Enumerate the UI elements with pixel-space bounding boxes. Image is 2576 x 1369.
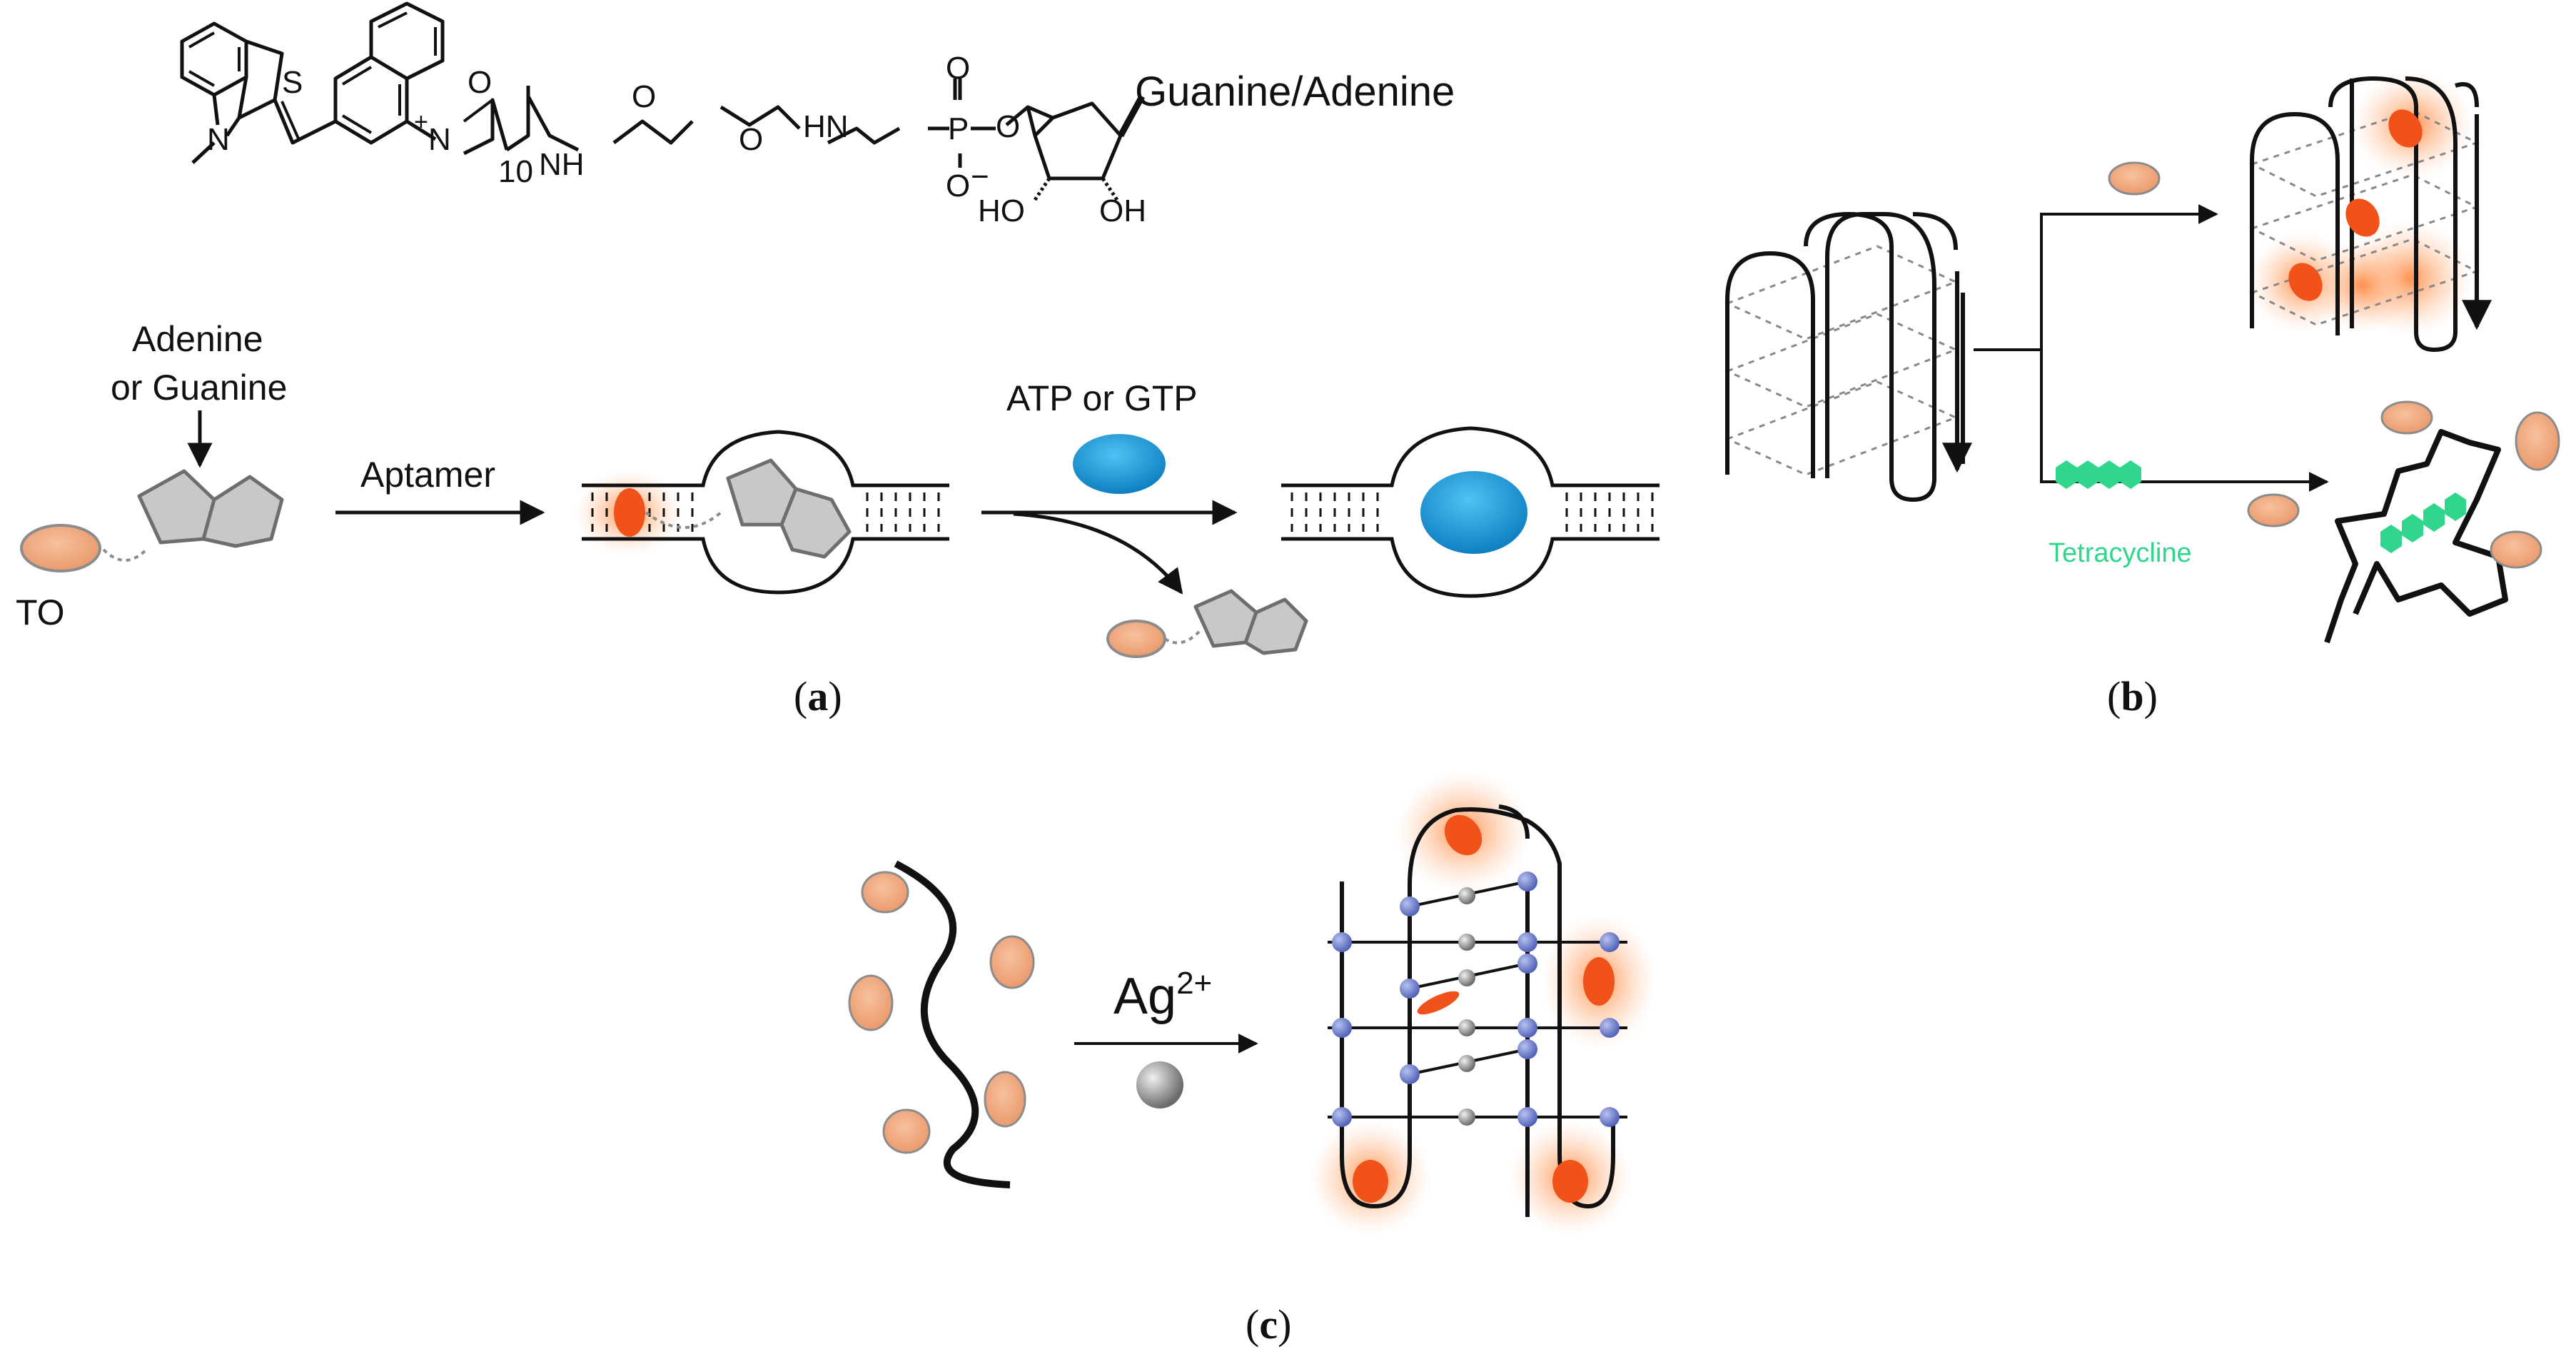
panel-b: Tetracycline: [1724, 71, 2560, 719]
hydroxyl-left: HO: [978, 193, 1025, 228]
tetracycline-icon: [2056, 460, 2141, 489]
drug-label: Tetracycline: [2049, 538, 2192, 568]
phos-o-minus: O: [946, 168, 970, 203]
free-dye-c4: [984, 1071, 1026, 1128]
released-ligand-icon: [1193, 589, 1308, 655]
silver-nodes: [1458, 887, 1475, 1126]
chemistry-labels: S N N + 10 O NH O O HN P O O − O HO OH G…: [207, 51, 1455, 228]
released-dye-icon: [1106, 620, 1166, 658]
ion-label: Ag2+: [1113, 966, 1212, 1025]
panel-a: Adenine or Guanine TO Aptamer: [16, 319, 1660, 719]
quinolinium-ring-1: [333, 55, 409, 145]
cyclopentane-ring: [1026, 101, 1123, 181]
free-dye-icon-b3: [2380, 400, 2433, 435]
ester-o: O: [996, 109, 1020, 144]
chemical-structure: [180, 1, 1145, 201]
bound-dye-b1: [2388, 109, 2423, 148]
methine-bridge: [273, 99, 337, 145]
branch-arrows: [1974, 204, 2329, 492]
g-quadruplex-left: [1724, 211, 1972, 502]
step2-label: ATP or GTP: [1006, 378, 1198, 418]
ligand-icon: [137, 469, 284, 548]
atom-s: S: [282, 65, 303, 100]
free-dye-c3: [848, 974, 894, 1031]
quinolinium-ring-2: [369, 1, 445, 81]
amide-hn: HN: [803, 109, 849, 144]
minus-sign: −: [971, 159, 989, 194]
tetracycline-complex: [2324, 400, 2560, 644]
phosphorus: P: [948, 111, 969, 146]
dye-label: TO: [16, 592, 65, 632]
charge-plus: +: [414, 108, 428, 136]
free-dye-c5: [882, 1108, 931, 1154]
bound-dye-c1: [1444, 814, 1483, 856]
aptamer-complex-2: [1281, 426, 1660, 598]
ether-o-2: O: [739, 122, 763, 157]
n-methyl-bond: [191, 141, 216, 164]
released-conjugate: [1106, 589, 1308, 658]
nucleotide-icon: [1073, 434, 1166, 494]
ether-o-1: O: [632, 79, 656, 114]
atom-n-methyl: N: [207, 122, 230, 157]
to-ligand-conjugate: [20, 469, 284, 572]
g-quadruplex-right: [2248, 71, 2492, 353]
bound-dye-c3: [1417, 991, 1460, 1015]
free-dye-icon-b2: [2247, 493, 2300, 527]
silver-dna-structure: [1310, 771, 1656, 1235]
ligand-label-line2: or Guanine: [111, 368, 287, 408]
atom-n-plus: N: [428, 122, 451, 157]
bound-nucleotide-icon: [1420, 471, 1527, 554]
free-dye-icon-b5: [2490, 530, 2542, 569]
atom-o-carbonyl: O: [468, 65, 492, 100]
free-dye-icon-b4: [2515, 411, 2560, 471]
ssdna-strand: [894, 860, 1011, 1188]
caption-b: (b): [2107, 673, 2158, 719]
step1-label: Aptamer: [360, 455, 495, 495]
phosphate-bonds: [928, 79, 996, 168]
to-dye-icon: [20, 524, 101, 572]
amide-nh: NH: [539, 147, 585, 182]
bound-ligand-icon: [726, 458, 852, 559]
bound-dye-c4: [1353, 1160, 1388, 1203]
free-dye-c1: [861, 871, 909, 914]
bound-dye-c2: [1583, 957, 1615, 1006]
bound-dye-c5: [1552, 1160, 1588, 1203]
bound-dye-b2: [2345, 198, 2380, 237]
decyl-linker: [463, 98, 509, 156]
release-arrow: [1013, 512, 1183, 595]
repeat-count: 10: [498, 154, 533, 189]
bound-dye-b3: [2288, 263, 2323, 301]
base-label: Guanine/Adenine: [1135, 69, 1455, 115]
hydroxyl-right: OH: [1099, 193, 1146, 228]
ligand-label-line1: Adenine: [132, 319, 263, 359]
silver-ion-icon: [1136, 1061, 1183, 1108]
free-dye-icon-b1: [2108, 161, 2161, 196]
bound-dye-icon: [614, 488, 645, 537]
free-dye-c2: [989, 935, 1035, 989]
phos-o-top: O: [946, 51, 970, 86]
caption-c: (c): [1246, 1301, 1291, 1348]
blue-nodes: [1332, 872, 1620, 1127]
panel-c: Ag2+: [848, 771, 1656, 1348]
caption-a: (a): [794, 673, 842, 719]
aptamer-complex-1: [575, 430, 949, 595]
